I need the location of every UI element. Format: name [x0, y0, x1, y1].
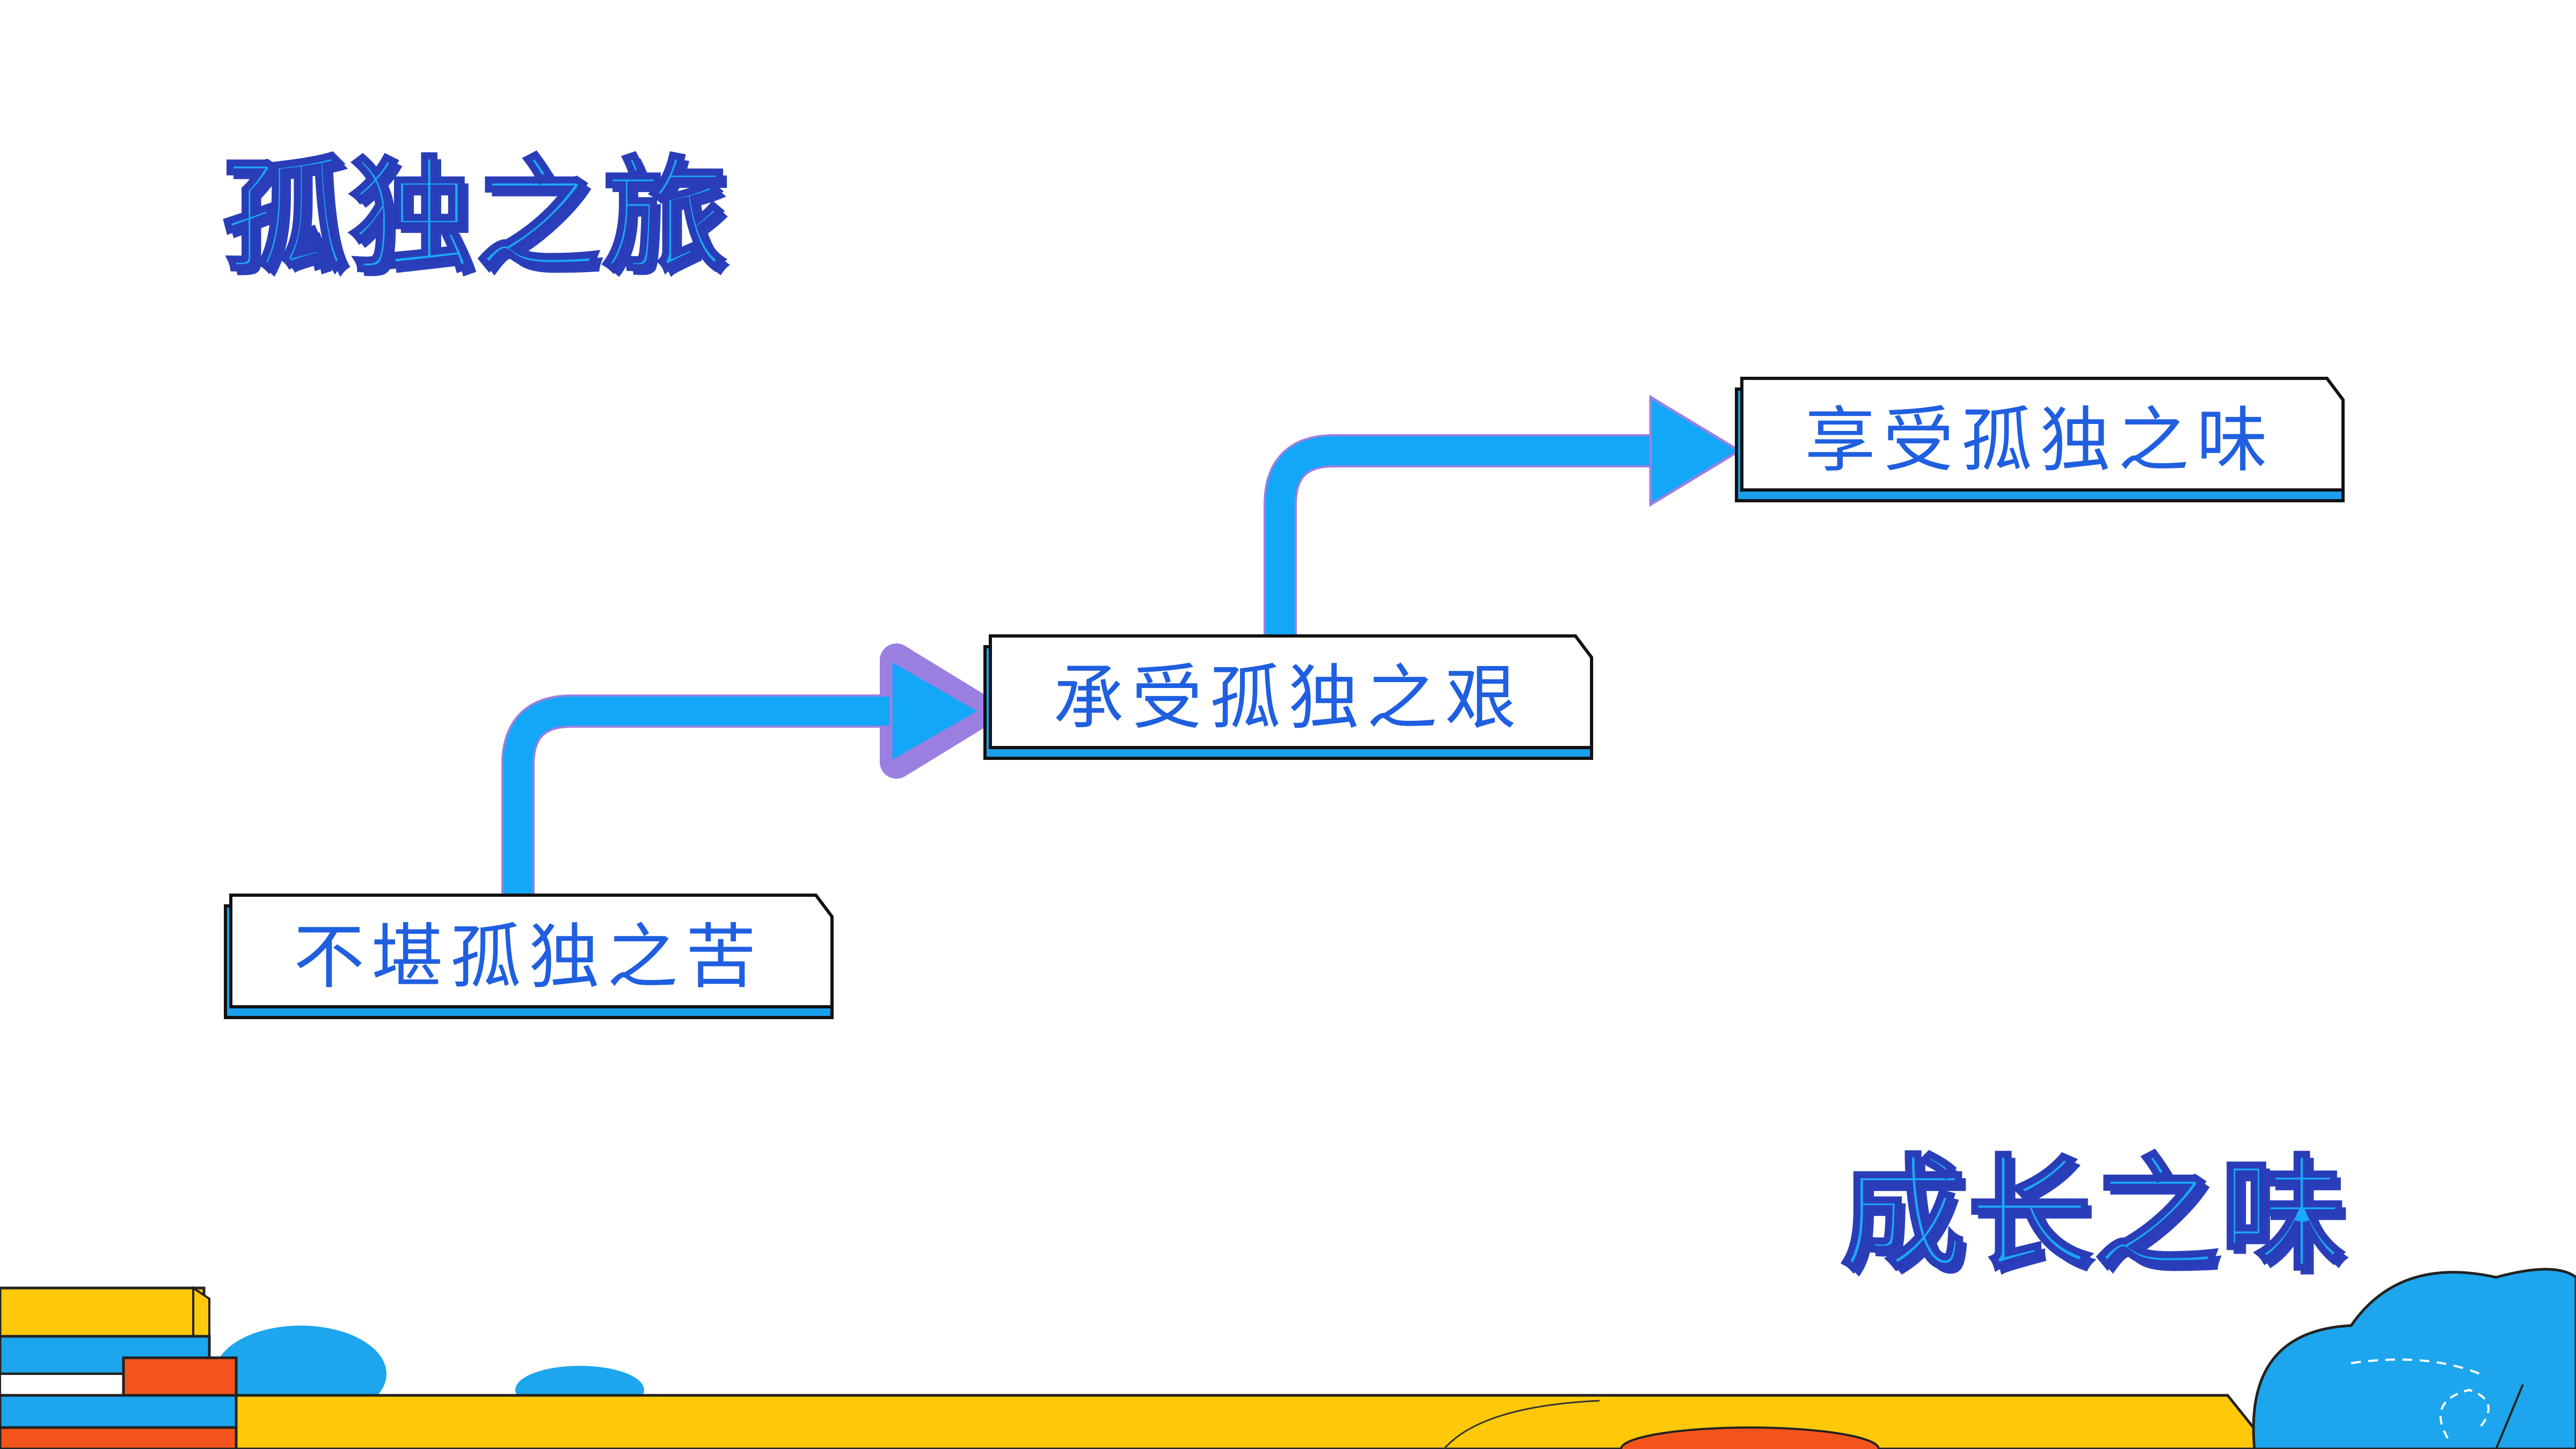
step-box-1: 不堪孤独之苦	[224, 894, 834, 1019]
slide-title: 孤独之旅	[221, 145, 730, 289]
box-frame	[1735, 377, 2345, 502]
step-box-3: 享受孤独之味	[1735, 377, 2345, 502]
slide-subtitle: 成长之味	[1840, 1144, 2348, 1287]
step-label-1: 不堪孤独之苦	[294, 916, 764, 999]
cloud-right-illustration	[2252, 1268, 2576, 1449]
arrow-1	[501, 643, 996, 894]
box-frame	[224, 894, 834, 1019]
step-box-2: 承受孤独之艰	[983, 634, 1593, 760]
plate-illustration	[1620, 1426, 1880, 1449]
step-label-3: 享受孤独之味	[1805, 399, 2275, 482]
ground-shape	[159, 1394, 2273, 1449]
box-frame	[983, 634, 1593, 760]
bottom-decoration	[0, 1268, 2576, 1449]
book-stack-illustration	[0, 1286, 238, 1449]
arrow-2	[1264, 394, 1742, 636]
step-label-2: 承受孤独之艰	[1053, 656, 1523, 740]
